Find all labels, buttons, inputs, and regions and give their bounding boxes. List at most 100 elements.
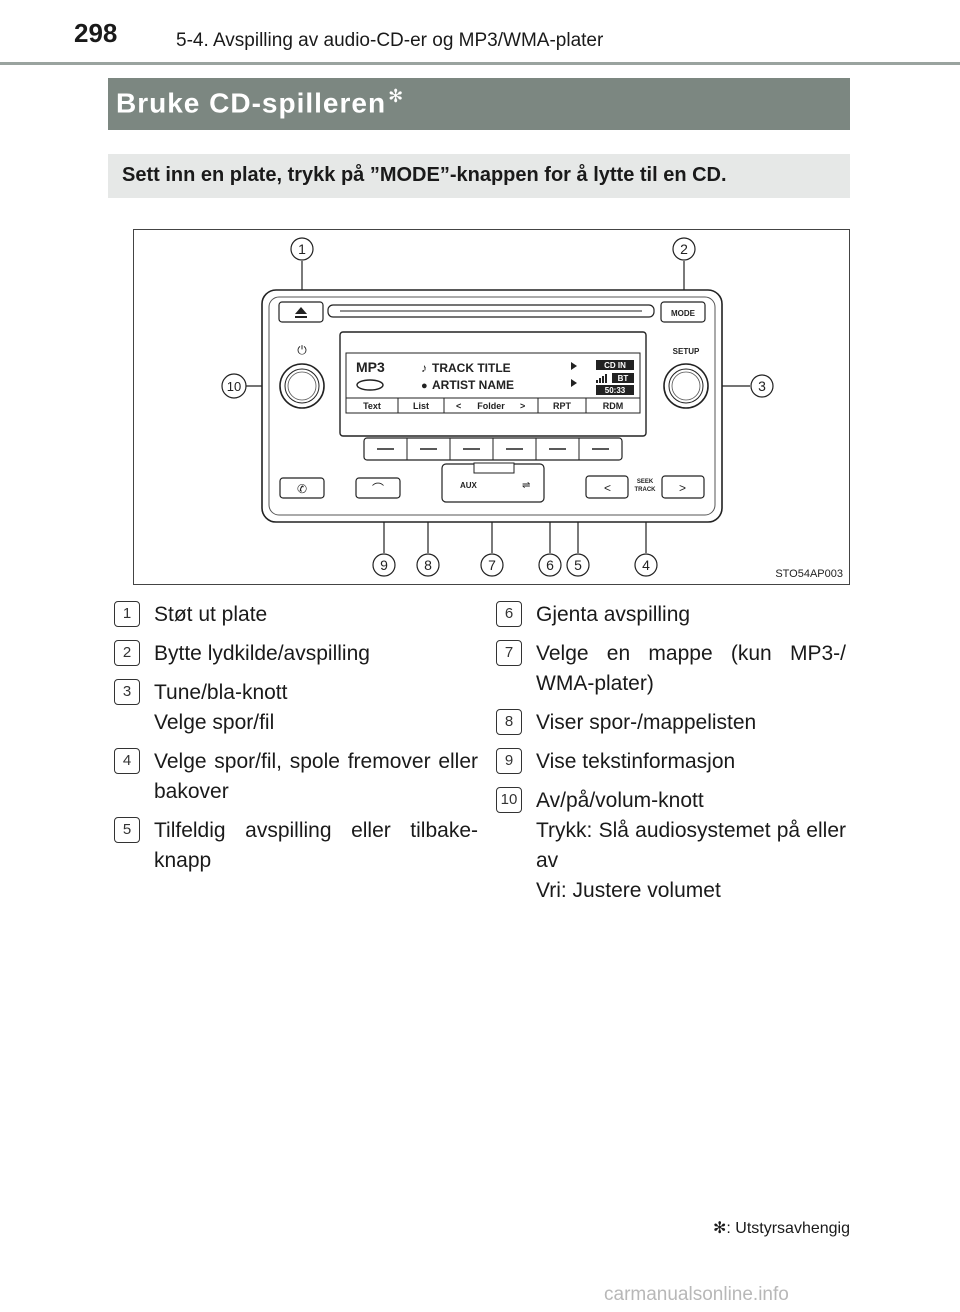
phone-hangup-button[interactable]: ⌒ bbox=[355, 477, 401, 499]
items-right-column: 6 Gjenta avspilling 7 Velge en mappe (kun M… bbox=[494, 600, 846, 915]
item-text: Velge spor/fil bbox=[154, 711, 275, 734]
person-icon: ● bbox=[421, 380, 428, 392]
svg-text:6: 6 bbox=[546, 557, 554, 573]
softkey-folder: Folder bbox=[477, 401, 505, 411]
svg-text:3: 3 bbox=[758, 378, 766, 394]
page-number: 298 bbox=[74, 18, 118, 48]
page-title: Bruke CD-spilleren✻ bbox=[116, 86, 404, 119]
item-text: Velge en mappe (kun MP3-/ WMA-plater) bbox=[536, 642, 846, 695]
callout-markers: 1 2 3 4 5 6 7 8 9 10 bbox=[221, 237, 774, 577]
item-number-badge: 2 bbox=[114, 640, 140, 666]
intro-text: Sett inn en plate, trykk på ”MODE”-knapp… bbox=[122, 164, 727, 186]
callout-6: 6 bbox=[538, 553, 562, 577]
softkey-list: List bbox=[413, 401, 429, 411]
section-header: 5-4. Avspilling av audio-CD-er og MP3/WM… bbox=[176, 30, 604, 51]
item-number-badge: 6 bbox=[496, 601, 522, 627]
item-text: Tune/bla-knott bbox=[154, 681, 288, 704]
seek-up-button[interactable]: > bbox=[661, 475, 705, 499]
preset-keys bbox=[363, 437, 623, 461]
audio-unit-figure: MODE MP3 ♪ TRACK TITLE ● ARTIST NAME CD … bbox=[133, 229, 850, 585]
item-text: Vise tekstinformasjon bbox=[536, 750, 736, 773]
callout-4: 4 bbox=[634, 553, 658, 577]
callout-5: 5 bbox=[566, 553, 590, 577]
svg-text:1: 1 bbox=[298, 241, 306, 257]
bt-text: BT bbox=[618, 374, 629, 383]
item-text: Vri: Justere volumet bbox=[536, 879, 721, 902]
aux-usb-cover: AUX ⇌ bbox=[441, 462, 545, 503]
mode-label: MODE bbox=[671, 309, 696, 318]
time-text: 50:33 bbox=[605, 386, 626, 395]
list-item: 7 Velge en mappe (kun MP3-/ WMA-plater) bbox=[494, 639, 846, 699]
display-artist: ARTIST NAME bbox=[432, 378, 514, 392]
eject-icon bbox=[295, 307, 307, 314]
display-screen bbox=[345, 352, 641, 414]
title-bar: Bruke CD-spilleren✻ bbox=[108, 78, 850, 130]
unit-bezel bbox=[268, 296, 716, 516]
hangup-icon: ⌒ bbox=[372, 482, 384, 496]
cd-in-badge bbox=[596, 360, 634, 370]
bt-badge bbox=[612, 373, 634, 383]
item-number-badge: 1 bbox=[114, 601, 140, 627]
callout-8: 8 bbox=[416, 553, 440, 577]
power-icon: ⏻ bbox=[297, 343, 307, 357]
callout-1: 1 bbox=[290, 237, 314, 261]
phone-pickup-button[interactable]: ✆ bbox=[279, 477, 325, 499]
tune-select-knob[interactable]: SETUP bbox=[663, 347, 709, 409]
folder-right-icon: > bbox=[520, 401, 525, 411]
note-icon: ♪ bbox=[421, 361, 427, 375]
setup-label: SETUP bbox=[673, 347, 700, 356]
item-text: Bytte lydkilde/avspilling bbox=[154, 642, 370, 665]
callout-2: 2 bbox=[672, 237, 696, 261]
track-label: TRACK bbox=[635, 487, 657, 493]
svg-text:9: 9 bbox=[380, 557, 388, 573]
aux-label: AUX bbox=[460, 481, 478, 490]
svg-text:4: 4 bbox=[642, 557, 650, 573]
item-number-badge: 7 bbox=[496, 640, 522, 666]
time-badge bbox=[596, 385, 634, 395]
eject-button[interactable] bbox=[278, 301, 324, 323]
svg-text:5: 5 bbox=[574, 557, 582, 573]
usb-icon: ⇌ bbox=[522, 480, 530, 491]
svg-text:7: 7 bbox=[488, 557, 496, 573]
cd-in-text: CD IN bbox=[604, 361, 626, 370]
folder-left-icon: < bbox=[456, 401, 461, 411]
disc-icon bbox=[356, 379, 384, 391]
softkey-row: Text List Folder < > RPT RDM bbox=[346, 397, 640, 413]
seek-down-button[interactable]: < bbox=[585, 475, 629, 499]
item-number-badge: 3 bbox=[114, 679, 140, 705]
item-text: Viser spor-/mappelisten bbox=[536, 711, 757, 734]
signal-icon bbox=[596, 374, 607, 383]
seek-label: SEEK bbox=[637, 479, 654, 485]
power-volume-knob[interactable]: ⏻ bbox=[279, 343, 325, 409]
item-text: Tilfeldig avspilling eller tilbake-knapp bbox=[154, 819, 478, 872]
item-text: Av/på/volum-knott bbox=[536, 789, 704, 812]
display-mode: MP3 bbox=[356, 359, 385, 375]
callout-3: 3 bbox=[750, 374, 774, 398]
display-track: TRACK TITLE bbox=[432, 361, 511, 375]
footnote: ✻: Utstyrsavhengig bbox=[712, 1220, 850, 1237]
artist-arrow-icon bbox=[571, 379, 577, 387]
track-arrow-icon bbox=[571, 362, 577, 370]
item-text: Trykk: Slå audiosystemet på eller av bbox=[536, 819, 846, 872]
item-number-badge: 8 bbox=[496, 709, 522, 735]
callout-7: 7 bbox=[480, 553, 504, 577]
intro-bar: Sett inn en plate, trykk på ”MODE”-knapp… bbox=[108, 154, 850, 198]
list-item: 6 Gjenta avspilling bbox=[494, 600, 846, 630]
chevron-right-icon: > bbox=[679, 481, 686, 495]
softkey-rpt: RPT bbox=[553, 401, 572, 411]
softkey-text: Text bbox=[363, 401, 381, 411]
list-item: 8 Viser spor-/mappelisten bbox=[494, 708, 846, 738]
item-text: Gjenta avspilling bbox=[536, 603, 691, 626]
item-number-badge: 10 bbox=[496, 787, 522, 813]
item-number-badge: 4 bbox=[114, 748, 140, 774]
callout-9: 9 bbox=[372, 553, 396, 577]
mode-button[interactable]: MODE bbox=[660, 301, 706, 323]
audio-unit-drawing: MODE MP3 ♪ TRACK TITLE ● ARTIST NAME CD … bbox=[221, 237, 774, 577]
svg-text:2: 2 bbox=[680, 241, 688, 257]
